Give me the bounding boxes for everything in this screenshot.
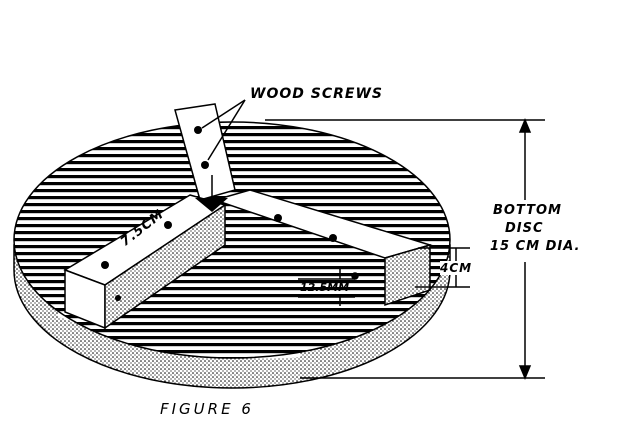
disc-label-line3: 15 CM DIA. xyxy=(490,239,581,254)
vertical-arm xyxy=(174,103,236,201)
arm-height-label: 4CM xyxy=(440,261,473,275)
right-arm xyxy=(212,189,433,307)
center-joint xyxy=(195,198,228,212)
screw-leaders xyxy=(201,99,246,200)
disc-dimension xyxy=(265,118,545,380)
figure-caption: FIGURE 6 xyxy=(160,400,254,418)
width-dimension xyxy=(298,268,359,306)
left-arm xyxy=(63,194,227,330)
disc-label-line1: BOTTOM xyxy=(493,203,562,218)
arm-width-label: 12.5MM xyxy=(300,281,350,294)
disc-label-line2: DISC xyxy=(505,221,544,236)
wood-screws-label: WOOD SCREWS xyxy=(250,86,383,102)
